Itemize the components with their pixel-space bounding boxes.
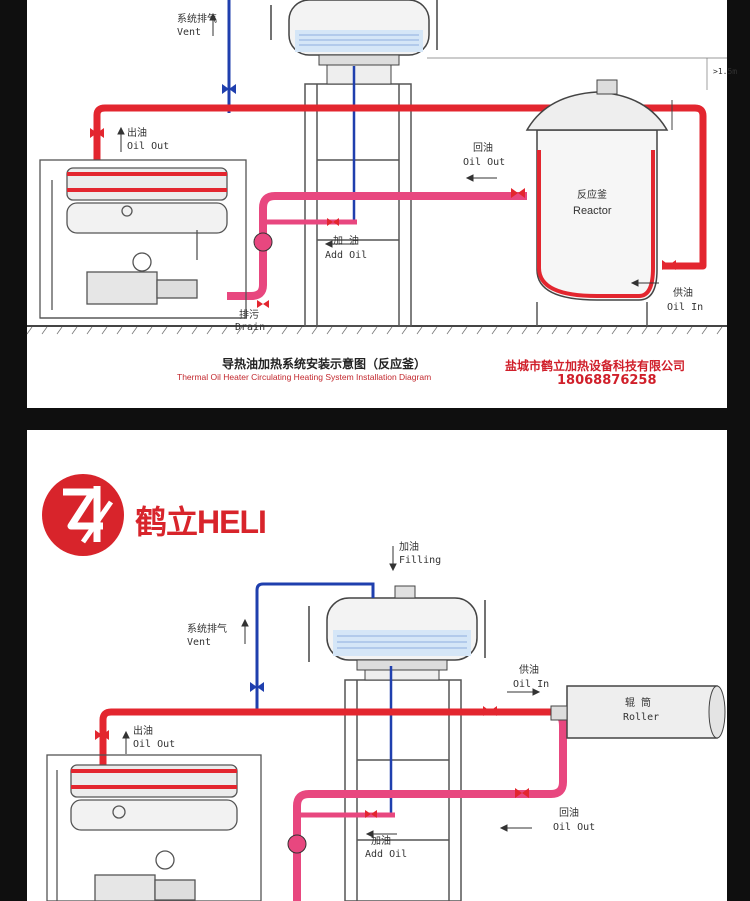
top-diagram-panel: 系统排气 Vent 出油 Oil Out 回油 Oil Out 加 油 Add … — [26, 0, 737, 408]
return-pipe — [293, 708, 567, 901]
phone-number: 18068876258 — [557, 373, 657, 388]
dimension-label: >1.5m — [713, 67, 738, 76]
supply-label-en: Oil In — [667, 302, 704, 313]
vent-label-en: Vent — [177, 27, 202, 38]
return-label-cn: 回油 — [473, 143, 493, 154]
return-label-en: Oil Out — [463, 157, 506, 168]
reactor-vessel — [525, 79, 673, 326]
roller-diagram — [42, 474, 726, 901]
supply-label-en: Oil In — [513, 679, 550, 690]
valve-icon — [90, 128, 676, 308]
supply-label-cn: 供油 — [673, 288, 693, 299]
valve-icon — [95, 706, 529, 818]
reactor-label-en: Reactor — [573, 205, 612, 217]
add-oil-label-cn: 加油 — [371, 836, 391, 847]
filling-label-en: Filling — [399, 555, 442, 566]
add-oil-label-en: Add Oil — [365, 849, 408, 860]
roller-label-en: Roller — [623, 712, 660, 723]
tank-stand — [304, 83, 412, 327]
thermal-oil-heater — [46, 754, 262, 901]
filling-label-cn: 加油 — [399, 542, 419, 553]
vent-pipe — [222, 0, 236, 113]
oil-out-label-cn: 出油 — [133, 726, 153, 737]
brand-name-cn: 鹤立 — [135, 504, 198, 540]
vent-label-cn: 系统排气 — [177, 14, 217, 25]
hot-supply-pipe — [99, 708, 551, 765]
thermal-oil-heater — [39, 159, 247, 319]
caption-cn: 导热油加热系统安装示意图（反应釜） — [222, 357, 427, 371]
roller — [550, 685, 726, 739]
drain-label-cn: 排污 — [239, 310, 259, 321]
vent-pipe — [250, 582, 375, 710]
oil-out-label-cn: 出油 — [127, 128, 147, 139]
return-label-en: Oil Out — [553, 822, 596, 833]
return-label-cn: 回油 — [559, 808, 579, 819]
supply-label-cn: 供油 — [519, 665, 539, 676]
oil-out-label-en: Oil Out — [127, 141, 170, 152]
brand-name: 鹤立HELI — [135, 497, 267, 543]
brand-name-en: HELI — [197, 504, 267, 540]
company-name: 盐城市鹤立加热设备科技有限公司 — [505, 359, 686, 373]
caption-en: Thermal Oil Heater Circulating Heating S… — [177, 372, 432, 382]
bottom-diagram-panel: 鹤立HELI 加油 Filling 系统排气 Vent 供油 Oil In 辊 … — [27, 430, 727, 901]
expansion-tank — [270, 0, 438, 85]
pump-icon — [253, 232, 273, 252]
vent-label-en: Vent — [187, 637, 212, 648]
drain-label-en: Drain — [235, 322, 266, 333]
add-oil-label-cn: 加 油 — [333, 236, 360, 247]
reactor-diagram — [26, 0, 727, 335]
flow-arrow-icon — [122, 546, 541, 838]
oil-out-label-en: Oil Out — [133, 739, 176, 750]
roller-label-cn: 辊 筒 — [625, 698, 652, 709]
heli-logo-icon — [42, 474, 124, 556]
expansion-tank — [308, 585, 486, 681]
ground-line — [26, 325, 727, 335]
add-oil-label-en: Add Oil — [325, 250, 368, 261]
pump-icon — [287, 834, 307, 854]
return-pipe — [227, 192, 527, 300]
flow-arrow-icon — [117, 12, 659, 287]
vent-label-cn: 系统排气 — [187, 624, 227, 635]
hot-supply-pipe — [93, 104, 707, 270]
reactor-label-cn: 反应釜 — [577, 190, 607, 201]
height-dimension — [427, 57, 727, 90]
